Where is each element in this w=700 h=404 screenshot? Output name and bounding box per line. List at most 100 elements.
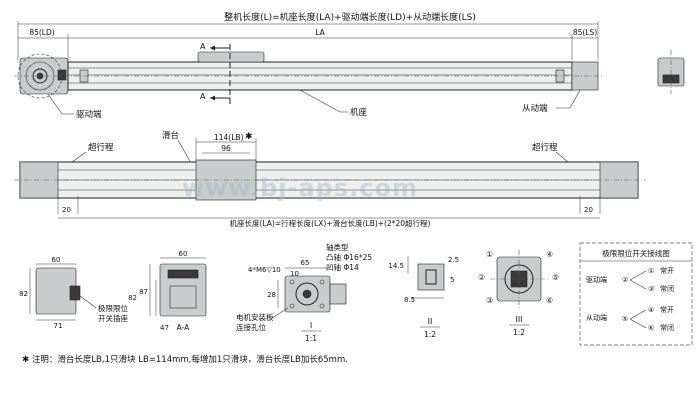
dim-la: LA — [315, 28, 325, 37]
iii-c4: ④ — [546, 250, 553, 259]
leader-plate — [271, 307, 289, 319]
side-switch-socket — [69, 285, 81, 301]
label-switch-socket-1: 极限限位 — [98, 303, 128, 313]
iii-roman: III — [515, 315, 522, 324]
wiring-t1: 常开 — [660, 266, 674, 275]
i-thread-spec: 4*M6▽10 — [248, 266, 281, 274]
leader-driven — [556, 89, 581, 109]
i-dim-65: 65 — [301, 259, 310, 267]
shaft-convex: 凸轴 Φ16*25 — [326, 252, 372, 262]
front-view: 超行程 滑台 超行程 114(LB) ✱ 96 20 20 机座长度(LA)=行… — [14, 130, 646, 228]
detail-i: 轴类型 凸轴 Φ16*25 凹轴 Φ14 65 4*M6▽10 10 28 电机… — [236, 242, 372, 343]
aa-dim-87: 87 — [139, 288, 148, 296]
label-switch-socket-2: 开关插座 — [98, 313, 128, 323]
i-scale: 1:1 — [305, 334, 317, 343]
ii-dim-5: 5 — [450, 276, 454, 284]
ii-dim-85: 8.5 — [404, 296, 415, 304]
base-length-formula: 机座长度(LA)=行程长度(LX)+滑台长度(LB)+(2*20超行程) — [230, 218, 431, 228]
label-overtravel-right: 超行程 — [532, 142, 558, 153]
aa-dim-47: 47 — [160, 324, 169, 332]
aa-dim-82: 82 — [128, 294, 137, 302]
detail-side-view: 60 82 71 极限限位 开关插座 — [19, 256, 128, 330]
wiring-diagram: 极限限位开关接线图 驱动端 从动端 ① 常开 ② ③ 常闭 ④ 常开 ⑤ ⑥ 常… — [579, 242, 693, 346]
ii-dim-145: 14.5 — [388, 262, 404, 270]
wiring-title: 极限限位开关接线图 — [602, 248, 670, 258]
iii-c3: ③ — [486, 296, 493, 305]
side-dim-71: 71 — [54, 322, 63, 330]
section-a-label-bottom: A — [200, 92, 206, 101]
leader-overtravel-right — [555, 151, 569, 163]
aa-carriage — [167, 269, 199, 279]
dim-20-right: 20 — [584, 206, 593, 214]
i-hole-1 — [289, 279, 295, 285]
label-plate-2: 连接孔位 — [236, 322, 266, 332]
wiring-drive-label: 驱动端 — [586, 275, 607, 284]
iii-c1: ① — [486, 250, 493, 259]
i-dim-10: 10 — [290, 270, 299, 278]
wiring-t4: 常开 — [660, 305, 674, 314]
dim-ls: 85(LS) — [573, 28, 597, 37]
side-dim-82: 82 — [19, 290, 28, 298]
label-slide: 滑台 — [162, 130, 179, 141]
wiring-n1: ① — [648, 267, 654, 275]
label-overtravel-left: 超行程 — [88, 142, 114, 153]
wiring-t3: 常闭 — [660, 284, 674, 293]
ii-roman: II — [428, 317, 433, 326]
detail-section-aa: 60 87 47 82 A-A — [128, 250, 207, 332]
i-side-block — [329, 283, 347, 305]
ii-scale: 1:2 — [424, 330, 436, 339]
label-drive-end: 驱动端 — [76, 109, 102, 120]
wiring-driven-label: 从动端 — [586, 313, 607, 322]
ii-slot — [425, 269, 437, 285]
dim-ld: 85(LD) — [29, 28, 54, 37]
aa-profile-slot — [169, 285, 197, 309]
label-base: 机座 — [350, 107, 368, 118]
side-dim-60: 60 — [52, 256, 61, 264]
iii-scale: 1:2 — [513, 328, 525, 337]
wiring-n6: ⑥ — [648, 324, 654, 332]
wiring-driven-branches — [629, 309, 647, 329]
dim-96: 96 — [221, 144, 231, 153]
wiring-n4: ④ — [648, 306, 654, 314]
aa-dim-60: 60 — [179, 250, 188, 258]
detail-iii: ① ② ③ ④ ⑤ ⑥ III 1:2 — [478, 250, 559, 337]
i-shaft — [302, 289, 312, 299]
section-a-arrowhead-top — [210, 45, 215, 51]
footnote: ✱ 注明：滑台长度LB,1只滑块 LB=114mm,每增加1只滑块，滑台长度LB… — [22, 354, 348, 365]
shaft-type-title: 轴类型 — [326, 242, 349, 252]
dim-lb-star: ✱ — [245, 132, 253, 142]
shaft-concave: 凹轴 Φ14 — [326, 262, 359, 272]
iii-c6: ⑥ — [546, 296, 553, 305]
watermark: www.bj-aps.com — [182, 174, 418, 202]
wiring-n5: ⑤ — [622, 315, 628, 323]
wiring-frame — [579, 242, 693, 346]
wiring-n2: ② — [622, 276, 628, 284]
label-plate-1: 电机安装板 — [236, 312, 274, 322]
leader-switch-socket — [79, 295, 97, 309]
dim-lb: 114(LB) — [214, 133, 244, 142]
leader-base — [299, 89, 348, 113]
i-hole-4 — [319, 303, 325, 309]
wiring-t6: 常闭 — [660, 323, 674, 332]
overall-length-formula: 整机长度(L)=机座长度(LA)+驱动端长度(LD)+从动端长度(LS) — [224, 11, 476, 23]
dim-20-left: 20 — [62, 206, 71, 214]
wiring-drive-branches — [629, 270, 647, 290]
section-a-arrowhead-bottom — [210, 95, 215, 101]
leader-overtravel-left — [71, 151, 87, 163]
i-flange — [295, 282, 319, 306]
iii-c2: ② — [478, 273, 485, 282]
aa-caption: A-A — [177, 323, 191, 332]
label-driven-end: 从动端 — [522, 103, 548, 114]
ii-dim-25: 2.5 — [448, 256, 459, 264]
detail-ii: 14.5 2.5 5 8.5 II 1:2 — [388, 256, 459, 339]
section-a-label-top: A — [200, 42, 206, 51]
detail-circle-drive — [17, 53, 63, 99]
i-hole-3 — [289, 303, 295, 309]
iii-c5: ⑤ — [552, 273, 559, 282]
top-carriage — [197, 51, 265, 63]
leader-drive — [47, 93, 74, 115]
ii-profile — [417, 263, 445, 291]
i-hole-2 — [319, 279, 325, 285]
